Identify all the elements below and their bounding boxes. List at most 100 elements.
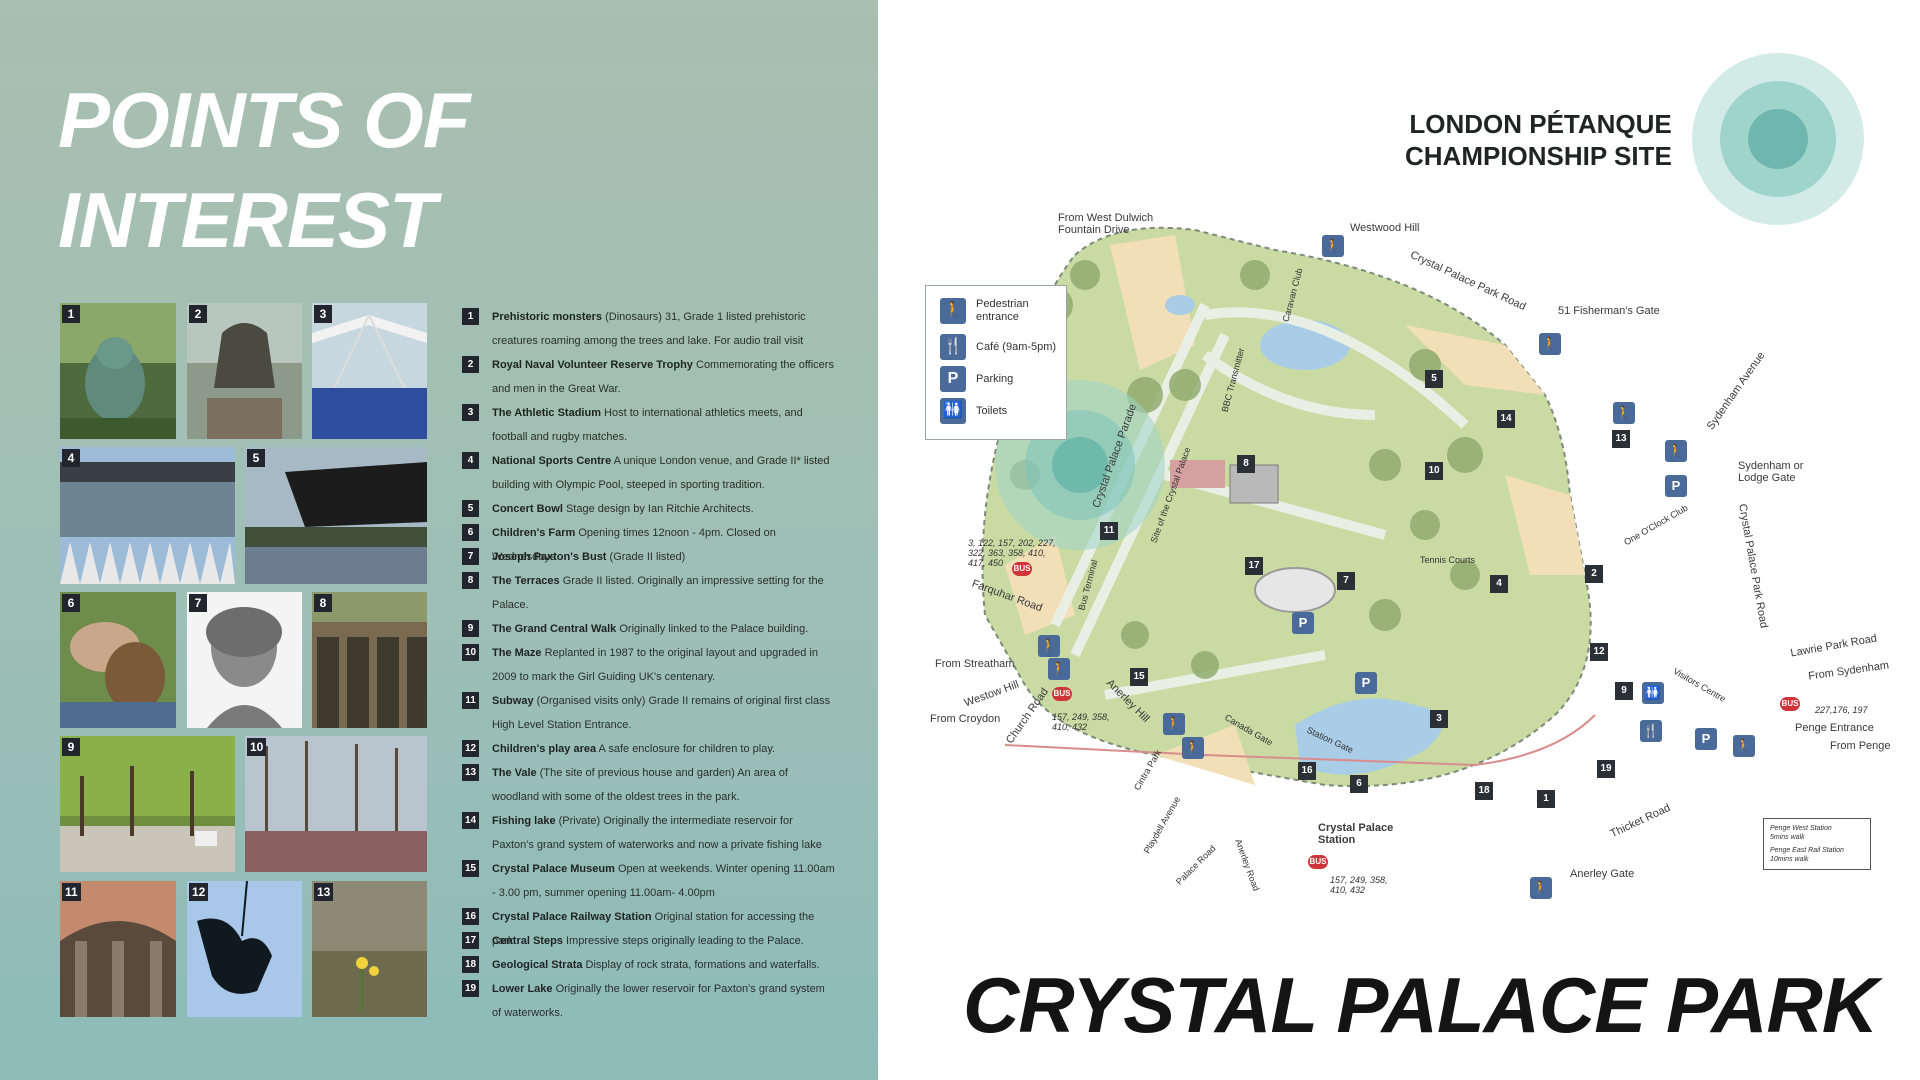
site-label-line2: CHAMPIONSHIP SITE (1405, 141, 1672, 171)
poi-title: Geological Strata (492, 959, 583, 971)
poi-desc: A safe enclosure for children to play. (596, 743, 776, 755)
poi-title: Children's play area (492, 743, 597, 755)
list-item: 10 The Maze Replanted in 1987 to the ori… (462, 641, 837, 689)
bus-icon: BUS (1308, 855, 1328, 869)
penge-east-text: Penge East Rail Station 10mins walk (1770, 847, 1844, 863)
poi-title: The Vale (492, 767, 537, 779)
poi-desc: Originally linked to the Palace building… (616, 623, 809, 635)
photo-vale: 13 (312, 881, 427, 1017)
poi-number: 15 (462, 860, 479, 877)
concert-pond (1165, 295, 1195, 315)
label-bus-east: 227,176, 197 (1815, 705, 1868, 715)
site-target-inner (1052, 437, 1108, 493)
poi-desc: Replanted in 1987 to the original layout… (492, 647, 818, 683)
photo-number: 9 (62, 738, 80, 756)
photo-grand-central-walk: 9 (60, 736, 235, 872)
poi-desc: Originally the lower reservoir for Paxto… (492, 983, 825, 1019)
photo-image (60, 736, 235, 872)
toilets-icon: 🚻 (1642, 682, 1664, 704)
photo-national-sports-centre: 4 (60, 447, 235, 584)
poi-title: Crystal Palace Railway Station (492, 911, 652, 923)
poi-heading-line1: POINTS OF (58, 76, 470, 164)
label-from-croydon: From Croydon (930, 713, 1001, 725)
legend-cafe: 🍴Café (9am-5pm) (940, 334, 1066, 360)
map-marker: 1 (1537, 790, 1555, 808)
poi-title: The Terraces (492, 575, 560, 587)
photo-image (312, 303, 427, 439)
poi-title: National Sports Centre (492, 455, 612, 467)
bus-icon: BUS (1012, 562, 1032, 576)
pedestrian-icon: 🚶 (1539, 333, 1561, 355)
poi-number: 7 (462, 548, 479, 565)
poi-title: Lower Lake (492, 983, 553, 995)
map-marker: 17 (1245, 557, 1263, 575)
photo-number: 3 (314, 305, 332, 323)
penge-stations-box: Penge West Station 5mins walk Penge East… (1763, 818, 1871, 870)
park-title: CRYSTAL PALACE PARK (963, 961, 1878, 1049)
pedestrian-icon: 🚶 (1048, 658, 1070, 680)
poi-desc: Opening times 12noon - 4pm. Closed on We… (492, 527, 776, 563)
pedestrian-icon: 🚶 (1530, 877, 1552, 899)
poi-title: The Grand Central Walk (492, 623, 617, 635)
poi-heading-line2: INTEREST (58, 176, 437, 264)
map-marker: 18 (1475, 782, 1493, 800)
label-penge-entrance: Penge Entrance (1795, 722, 1874, 734)
poi-number: 3 (462, 404, 479, 421)
map-marker: 5 (1425, 370, 1443, 388)
championship-site-label: LONDON PÉTANQUE CHAMPIONSHIP SITE (1405, 108, 1672, 172)
label-tennis-courts: Tennis Courts (1420, 555, 1476, 565)
photo-image (60, 303, 176, 439)
poi-number: 4 (462, 452, 479, 469)
toilets-icon: 🚻 (940, 398, 966, 424)
photo-childrens-farm: 6 (60, 592, 176, 728)
photo-number: 2 (189, 305, 207, 323)
poi-number: 2 (462, 356, 479, 373)
label-westwood-hill: Westwood Hill (1350, 222, 1420, 234)
photo-image (187, 303, 302, 439)
photo-image (60, 447, 235, 584)
photo-number: 7 (189, 594, 207, 612)
photo-naval-trophy: 2 (187, 303, 302, 439)
bus-icon: BUS (1052, 687, 1072, 701)
poi-number: 14 (462, 812, 479, 829)
list-item: 9 The Grand Central Walk Originally link… (462, 617, 837, 641)
photo-number: 1 (62, 305, 80, 323)
label-sydenham-gate: Sydenham or Lodge Gate (1738, 460, 1804, 484)
pedestrian-icon: 🚶 (1613, 402, 1635, 424)
poi-title: Children's Farm (492, 527, 576, 539)
pedestrian-icon: 🚶 (940, 298, 966, 324)
map-marker: 2 (1585, 565, 1603, 583)
map-marker: 4 (1490, 575, 1508, 593)
label-bus-station: 157, 249, 358, 410, 432 (1330, 875, 1388, 895)
photo-number: 5 (247, 449, 265, 467)
poi-desc: (Dinosaurs) 31, Grade 1 listed prehistor… (492, 311, 806, 347)
label-from-streatham: From Streatham (935, 658, 1015, 670)
poi-number: 18 (462, 956, 479, 973)
photo-number: 11 (62, 883, 81, 901)
photo-number: 6 (62, 594, 80, 612)
map-marker: 15 (1130, 668, 1148, 686)
map-marker: 14 (1497, 410, 1515, 428)
cafe-icon: 🍴 (1640, 720, 1662, 742)
poi-number: 6 (462, 524, 479, 541)
label-fishermans-gate: 51 Fisherman's Gate (1558, 305, 1660, 317)
photo-maze: 10 (245, 736, 427, 872)
site-target-icon (1692, 53, 1864, 225)
map-marker: 7 (1337, 572, 1355, 590)
map-marker: 9 (1615, 682, 1633, 700)
poi-number: 19 (462, 980, 479, 997)
photo-number: 4 (62, 449, 80, 467)
poi-title: Subway (492, 695, 534, 707)
poi-desc: Impressive steps originally leading to t… (562, 935, 804, 947)
athletic-stadium (1254, 567, 1336, 613)
